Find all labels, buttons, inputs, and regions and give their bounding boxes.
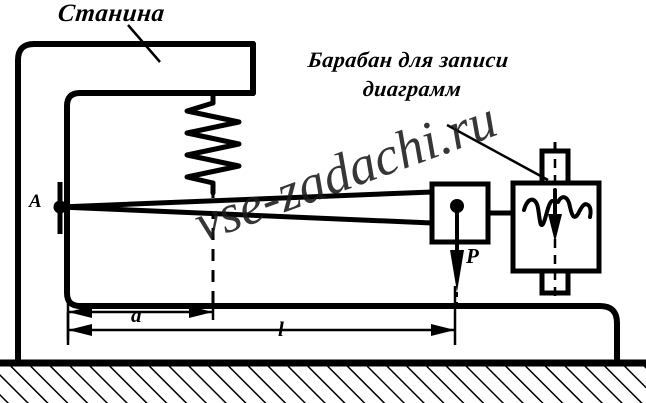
tapered-lever bbox=[57, 189, 435, 226]
force-arrow-P bbox=[450, 240, 464, 306]
ground-hatching bbox=[0, 359, 646, 403]
label-frame: Станина bbox=[56, 0, 167, 27]
pivot-point-A bbox=[53, 200, 67, 214]
frame-c-column bbox=[15, 41, 620, 365]
diagram-trace bbox=[522, 188, 593, 242]
recording-drum bbox=[510, 142, 602, 300]
label-dimension-a: a bbox=[131, 303, 142, 327]
label-drum-line2: диаграмм bbox=[361, 76, 463, 101]
label-dimension-l: l bbox=[278, 317, 284, 341]
label-pivot-A: A bbox=[29, 191, 42, 212]
coil-spring bbox=[184, 90, 242, 196]
load-block bbox=[429, 181, 491, 245]
label-force-P: P bbox=[466, 244, 479, 268]
leader-lines bbox=[127, 24, 549, 182]
label-drum-line1: Барабан для записи bbox=[306, 47, 511, 72]
dimension-l bbox=[66, 286, 457, 345]
